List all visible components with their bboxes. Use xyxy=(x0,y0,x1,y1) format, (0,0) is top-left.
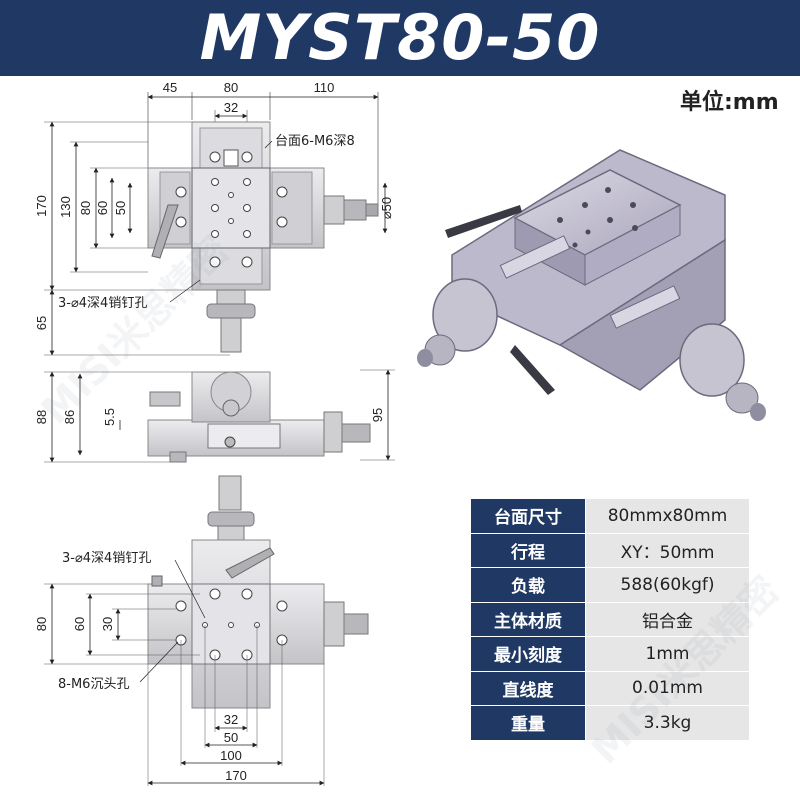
dim-45: 45 xyxy=(163,80,177,95)
dim-170-left: 170 xyxy=(34,195,49,217)
note-pin-holes-bottom: 3-⌀4深4销钉孔 xyxy=(62,551,151,566)
dim-80: 80 xyxy=(224,80,238,95)
dim-60-left: 60 xyxy=(95,201,110,215)
dim-80-left: 80 xyxy=(78,201,93,215)
dim-30: 30 xyxy=(100,617,115,631)
spec-value: 1mm xyxy=(585,636,750,672)
dim-50-bottom: 50 xyxy=(224,730,238,745)
spec-key: 行程 xyxy=(470,532,586,568)
spec-key: 最小刻度 xyxy=(470,636,586,672)
page-title: MYST80-50 xyxy=(199,1,601,74)
unit-label: 单位:mm xyxy=(680,90,779,115)
top-view: 45 80 110 32 170 130 80 60 50 65 xyxy=(34,80,394,356)
spec-value: 铝合金 xyxy=(585,601,750,637)
dim-130: 130 xyxy=(58,196,73,218)
dim-5-5: 5.5 xyxy=(102,408,117,426)
dim-170-bottom: 170 xyxy=(225,768,247,783)
spec-value: 3.3kg xyxy=(585,705,750,741)
dim-86: 86 xyxy=(62,410,77,424)
side-view: 88 86 5.5 95 xyxy=(34,369,395,463)
note-pin-holes-top: 3-⌀4深4销钉孔 xyxy=(58,296,147,311)
spec-row: 主体材质铝合金 xyxy=(470,601,750,637)
dim-100: 100 xyxy=(220,748,242,763)
dim-phi50: ⌀50 xyxy=(379,197,394,219)
spec-key: 台面尺寸 xyxy=(470,498,586,534)
dim-32-top: 32 xyxy=(224,100,238,115)
dim-95: 95 xyxy=(370,408,385,422)
spec-key: 主体材质 xyxy=(470,601,586,637)
dim-32-bottom: 32 xyxy=(224,712,238,727)
note-table-threads: 台面6-M6深8 xyxy=(275,134,355,149)
dim-60-bottom: 60 xyxy=(72,617,87,631)
spec-value: XY：50mm xyxy=(585,532,750,568)
dim-80-bottom: 80 xyxy=(34,617,49,631)
spec-key: 直线度 xyxy=(470,670,586,706)
dim-110: 110 xyxy=(314,80,335,95)
product-render xyxy=(417,149,766,421)
spec-value: 588(60kgf) xyxy=(585,567,750,603)
spec-value: 0.01mm xyxy=(585,670,750,706)
note-countersunk-holes: 8-M6沉头孔 xyxy=(58,677,129,692)
dim-65: 65 xyxy=(34,316,49,330)
bottom-view: 80 60 30 3-⌀4深4销钉孔 8-M6沉头孔 32 50 100 170 xyxy=(34,475,369,786)
spec-key: 负载 xyxy=(470,567,586,603)
dim-50-left: 50 xyxy=(113,201,128,215)
spec-key: 重量 xyxy=(470,705,586,741)
spec-value: 80mmx80mm xyxy=(585,498,750,534)
dim-88: 88 xyxy=(34,410,49,424)
title-banner xyxy=(0,0,800,76)
